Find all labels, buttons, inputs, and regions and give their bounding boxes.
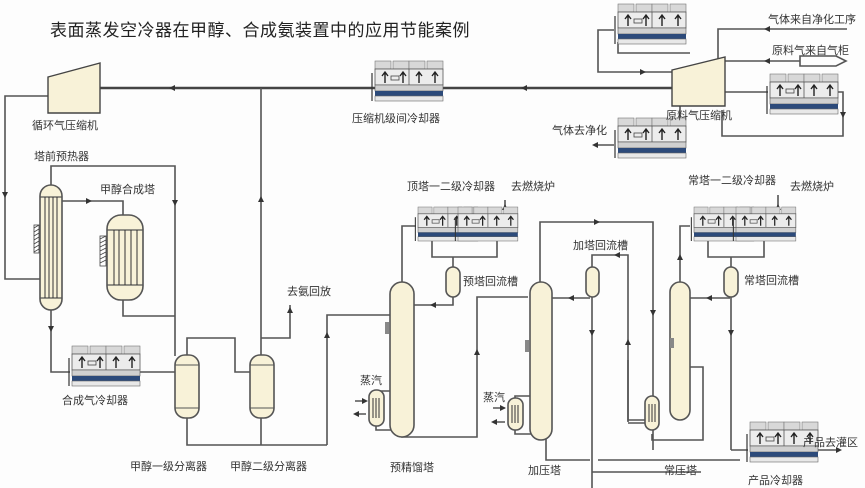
pipe-feed-cooler-loop: [721, 91, 844, 137]
pressure-column-vessel: [529, 281, 553, 441]
reboiler-1: [353, 389, 385, 427]
label-syngas-cooler: 合成气冷却器: [62, 394, 128, 407]
label-pre-column: 预精馏塔: [390, 461, 434, 474]
flow-arrow: [706, 295, 712, 301]
label-feed-compressor: 原料气压缩机: [666, 109, 732, 122]
pipe-pressure-overhead: [539, 221, 654, 450]
flow-arrow: [430, 302, 436, 308]
label-steam-2: 蒸汽: [483, 391, 505, 404]
flow-arrow: [836, 447, 842, 453]
pipe-atm-side: [680, 366, 704, 441]
pipe-pressure-bottoms: [545, 435, 740, 461]
gas-to-purification-air-cooler: [614, 117, 687, 159]
pipe-comp-top: [617, 42, 690, 54]
interstage-air-cooler: [371, 60, 444, 102]
flow-arrow: [592, 142, 598, 148]
label-steam-1: 蒸汽: [360, 374, 382, 387]
pipe-coolers-to-reflux-3: [707, 240, 765, 268]
flow-arrow: [840, 112, 846, 118]
atm-column-nozzle: [670, 338, 674, 348]
pipe-from-purification: [717, 28, 847, 60]
flow-arrow: [258, 196, 264, 202]
flow-arrow: [169, 85, 175, 91]
label-preheater: 塔前预热器: [34, 150, 89, 163]
syngas-air-cooler: [68, 345, 141, 387]
flow-arrow: [474, 349, 480, 355]
flow-arrow: [287, 307, 293, 313]
feed-loop-air-cooler-top: [614, 3, 687, 45]
pipe-sep1-to-sep2: [186, 337, 250, 373]
pipe-pressure-reflux: [591, 254, 648, 421]
label-pre-column-coolers: 顶塔一二级冷却器: [407, 180, 495, 193]
label-gas-from-purification: 气体来自净化工序: [768, 13, 856, 26]
flow-arrow: [48, 326, 54, 332]
flow-arrow: [677, 254, 683, 260]
pressure-column-nozzle: [525, 340, 529, 352]
atm-column-air-cooler-2: [732, 206, 797, 242]
label-pressure-column: 加压塔: [528, 464, 561, 477]
label-atm-column-coolers: 常塔一二级冷却器: [688, 174, 776, 187]
label-separator-2: 甲醇二级分离器: [230, 460, 307, 473]
label-gas-to-purification: 气体去净化: [552, 124, 607, 137]
label-feed-gas-from-holder: 原料气来自气柜: [772, 44, 849, 57]
pre-column-vessel: [389, 281, 415, 438]
flow-arrow: [86, 198, 92, 204]
flow-arrow: [2, 192, 8, 198]
label-product-to-tank: 产品去灌区: [803, 436, 858, 449]
reboiler-3: [644, 395, 660, 431]
pipe-preheater-loop: [50, 165, 176, 356]
flow-arrow: [640, 69, 646, 75]
pipe-separator-bottoms: [186, 417, 327, 446]
pipe-recycle-to-preheater: [4, 95, 48, 280]
flow-arrow: [764, 26, 770, 32]
pipe-to-syngas-cooler: [50, 298, 70, 373]
label-pressure-reflux-drum: 加塔回流槽: [573, 239, 628, 252]
separator-2-vessel: [249, 354, 275, 419]
label-pre-reflux-drum: 预塔回流槽: [463, 275, 518, 288]
label-methanol-reactor: 甲醇合成塔: [100, 183, 155, 196]
flow-arrow: [521, 85, 527, 91]
flow-arrow: [625, 339, 631, 345]
flow-arrow: [764, 58, 770, 64]
pipe-reactor-bottom: [122, 298, 175, 317]
recycle-compressor: [47, 62, 101, 114]
feed-loop-air-cooler-right: [766, 73, 839, 115]
pipe-coolers-to-reflux-1: [431, 240, 498, 268]
pre-reflux-drum-vessel: [445, 266, 461, 298]
label-separator-1: 甲醇一级分离器: [130, 460, 207, 473]
separator-1-vessel: [174, 354, 200, 419]
pipe-cooler-loop-top: [597, 29, 675, 73]
flow-arrow: [728, 330, 734, 336]
pre-column-nozzle: [385, 322, 389, 334]
reboiler-2: [491, 397, 524, 431]
pressure-reflux-drum-vessel: [585, 266, 600, 298]
flow-arrow: [324, 332, 330, 338]
label-recycle-compressor: 循环气压缩机: [32, 119, 98, 132]
feed-compressor: [671, 56, 726, 107]
label-atm-column: 常压塔: [664, 464, 697, 477]
pipe-preheater-to-reactor: [62, 200, 124, 215]
flow-arrow: [589, 330, 595, 336]
flow-arrow: [568, 295, 574, 301]
label-atm-reflux-drum: 常塔回流槽: [744, 274, 799, 287]
flow-arrow: [614, 252, 620, 258]
pipe-reflux-1-return: [413, 296, 454, 306]
label-to-ammonia-recovery: 去氨回放: [287, 285, 331, 298]
label-to-furnace-2: 去燃烧炉: [790, 180, 834, 193]
flow-arrow: [594, 219, 600, 225]
label-interstage-cooler: 压缩机级间冷却器: [352, 112, 440, 125]
methanol-reactor-vessel: [99, 214, 144, 301]
pre-column-air-cooler-2: [454, 206, 519, 242]
preheater-vessel: [33, 184, 63, 311]
flow-arrow: [172, 200, 178, 206]
page-title: 表面蒸发空冷器在甲醇、合成氨装置中的应用节能案例: [50, 21, 470, 41]
pipe-to-pre-column: [326, 314, 390, 445]
label-product-cooler: 产品冷却器: [748, 474, 803, 487]
atm-reflux-drum-vessel: [723, 266, 739, 298]
pipe-to-ammonia-recovery: [261, 305, 291, 339]
atm-column-vessel: [669, 281, 691, 421]
flow-arrow: [650, 310, 656, 316]
label-to-furnace-1: 去燃烧炉: [511, 180, 555, 193]
gasholder-inlet: [799, 55, 848, 67]
